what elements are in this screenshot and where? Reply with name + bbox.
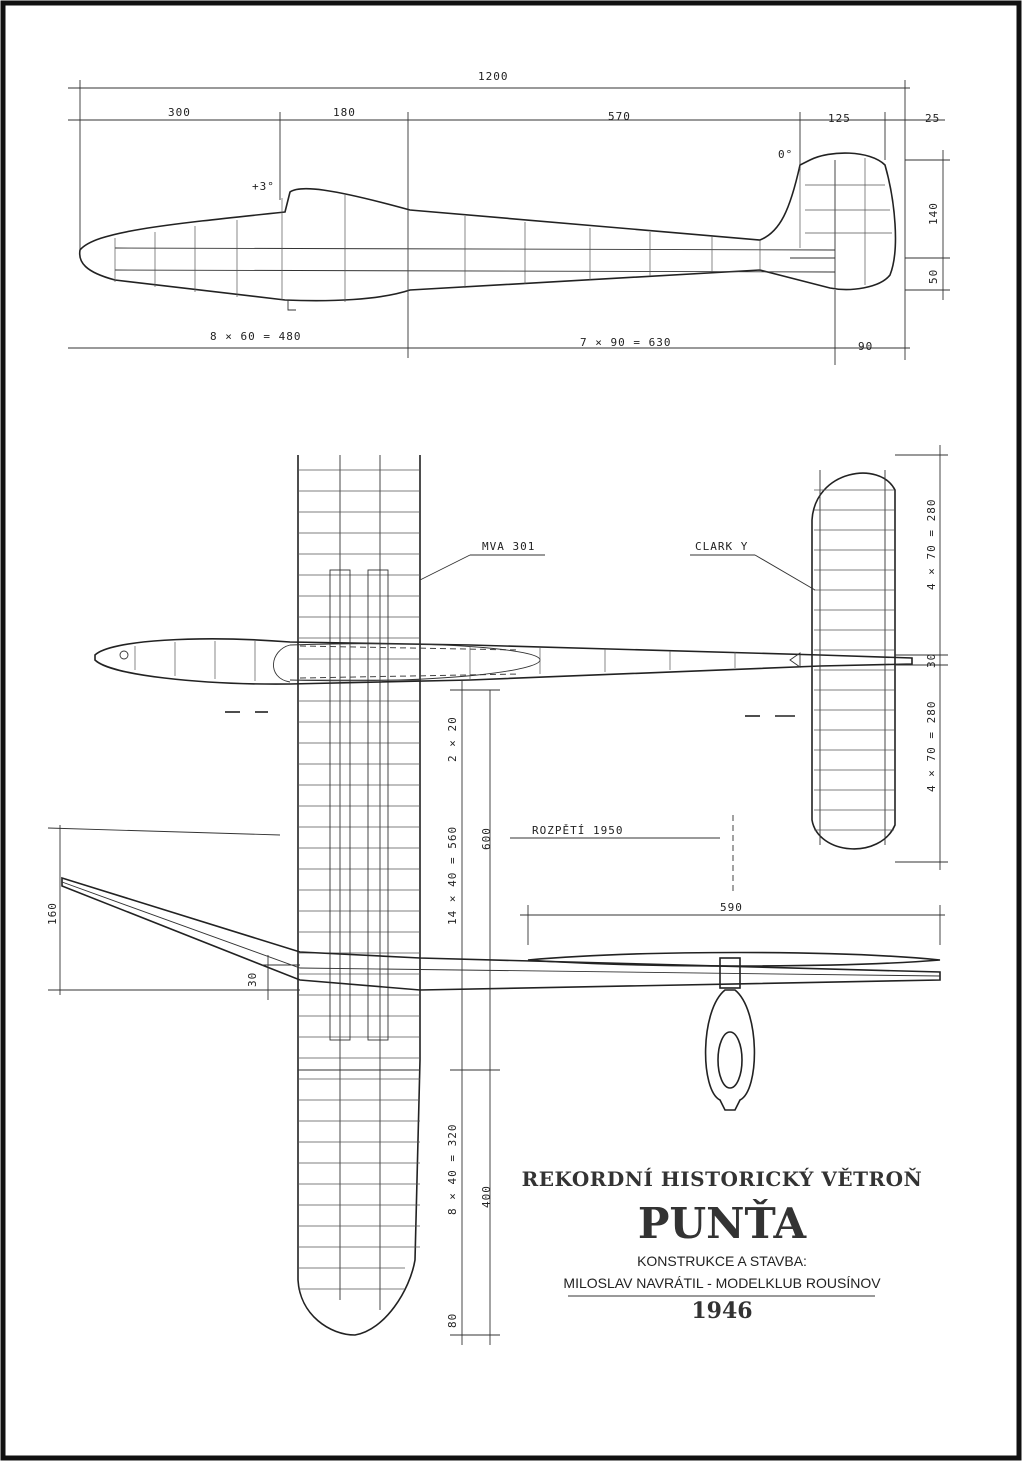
dim-fin-chord: 125 [828,112,851,125]
title-block: REKORDNÍ HISTORICKÝ VĚTROŇ PUNŤA KONSTRU… [522,1167,923,1324]
dim-formers-front: 8 × 60 = 480 [210,330,301,343]
angle-tail: 0° [778,148,793,161]
dim-nose: 300 [168,106,191,119]
dim-tail-boom: 570 [608,110,631,123]
label-wingspan: ROZPĚTÍ 1950 [532,824,623,837]
label-tail-airfoil: CLARK Y [695,540,748,553]
dim-wing-ribs-outer: 8 × 40 = 320 [446,1124,459,1215]
dim-wing-chord: 180 [333,106,356,119]
wing-ribs [298,469,420,1290]
plan-view: MVA 301 CLARK Y 4 × 70 = 280 30 4 × 70 =… [46,445,948,1345]
dim-fin-lower: 50 [927,269,940,284]
title-year: 1946 [691,1298,752,1324]
stab-ribs [814,489,894,831]
dim-stab-right: 4 × 70 = 280 [925,701,938,792]
dim-overall-length: 1200 [478,70,509,83]
dim-wing-root: 2 × 20 [446,716,459,762]
dim-dihedral-tip: 160 [46,902,59,925]
title-subtitle: REKORDNÍ HISTORICKÝ VĚTROŇ [522,1167,923,1191]
dim-dihedral-root: 30 [246,972,259,987]
dim-fin-height: 140 [927,202,940,225]
dim-stab-span: 590 [720,901,743,914]
dim-stab-center: 30 [925,653,938,668]
title-name: PUNŤA [638,1198,808,1248]
dim-wing-outer: 400 [480,1185,493,1208]
dim-formers-rear: 7 × 90 = 630 [580,336,671,349]
angle-wing: +3° [252,180,275,193]
dim-wing-ribs-inner: 14 × 40 = 560 [446,826,459,925]
title-construction: KONSTRUKCE A STAVBA: [637,1253,807,1269]
dim-rudder: 90 [858,340,873,353]
dim-fin-end: 25 [925,112,940,125]
title-author: MILOSLAV NAVRÁTIL - MODELKLUB ROUSÍNOV [563,1275,881,1291]
label-wing-airfoil: MVA 301 [482,540,535,553]
dim-wing-inner: 600 [480,827,493,850]
dim-wing-tip: 80 [446,1313,459,1328]
dim-stab-left: 4 × 70 = 280 [925,499,938,590]
side-view: 1200 300 180 570 125 25 +3° 0° [68,70,950,365]
